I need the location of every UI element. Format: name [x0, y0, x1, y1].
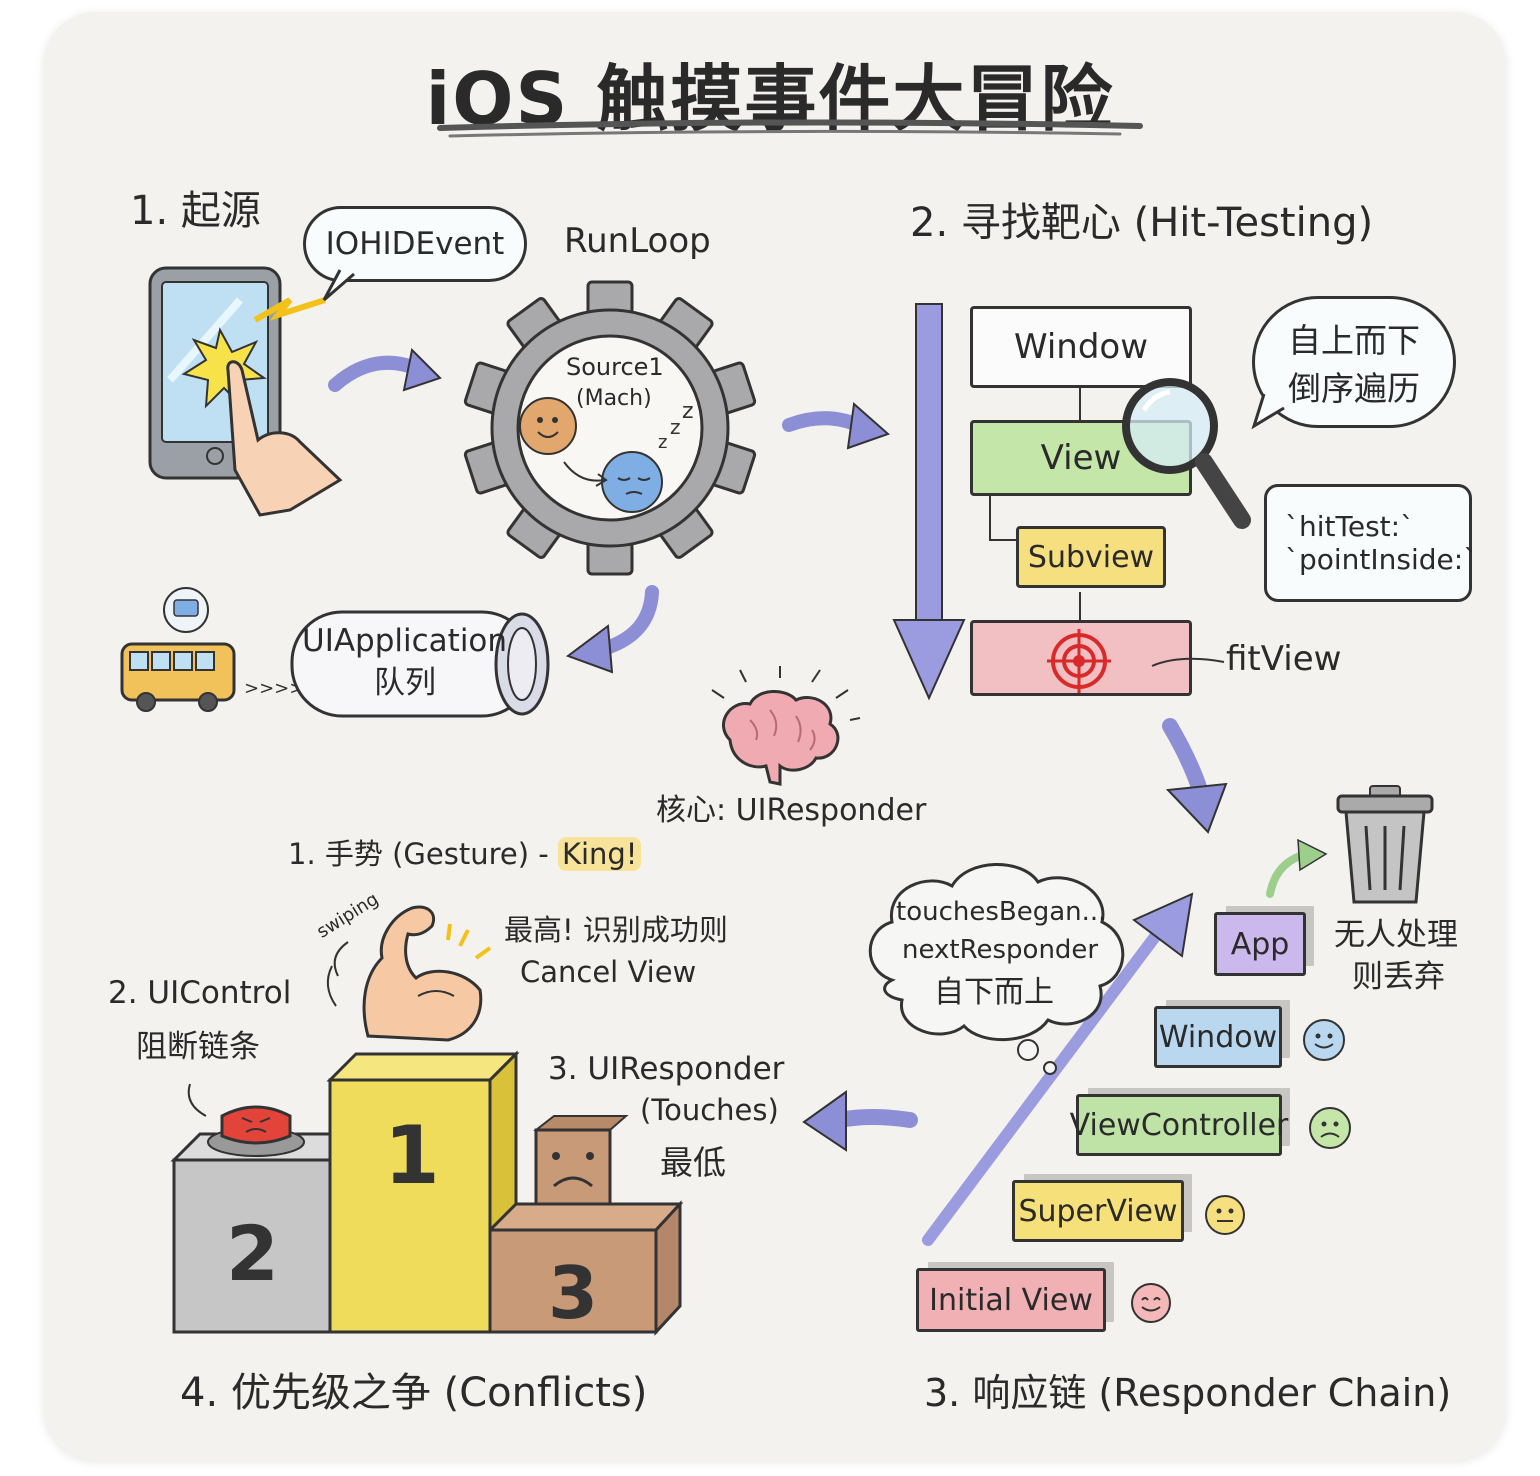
view-tree-lines: [989, 386, 1081, 620]
bottom-up-arrow: [922, 892, 1194, 1246]
runloop-gear-icon: z z z: [463, 280, 757, 576]
svg-text:z: z: [658, 432, 667, 453]
queue-label-2: 队列: [374, 665, 436, 701]
responder-label-3: 最低: [660, 1143, 726, 1182]
subview-box: Subview: [1016, 526, 1166, 588]
mach-label: (Mach): [576, 386, 652, 411]
core-label: 核心: UIResponder: [656, 793, 927, 828]
source1-label: Source1: [566, 353, 664, 381]
gesture-note-1: 最高! 识别成功则: [504, 913, 728, 947]
window-box: Window: [970, 306, 1192, 388]
control-pointer: [187, 1083, 207, 1117]
chain-step-window: Window: [1154, 1006, 1282, 1068]
order-line-1: 自上而下: [1288, 321, 1420, 360]
queue-label-1: UIApplication: [302, 623, 508, 659]
gesture-note-2: Cancel View: [520, 955, 697, 989]
order-bubble: 自上而下 倒序遍历: [1252, 296, 1456, 428]
order-line-2: 倒序遍历: [1288, 369, 1420, 408]
methods-bubble: `hitTest:` `pointInside:`: [1264, 484, 1477, 602]
chain-step-viewcontroller: ViewController: [1070, 1094, 1288, 1156]
gesture-king-highlight: King!: [557, 837, 642, 871]
origin-heading: 1. 起源: [130, 188, 261, 234]
runloop-label: RunLoop: [564, 221, 711, 261]
responder-label-1: 3. UIResponder: [548, 1051, 785, 1087]
chain-step-superview: SuperView: [1012, 1180, 1184, 1242]
cloud-line-3: 自下而上: [934, 975, 1054, 1010]
discard-line-2: 则丢弃: [1352, 959, 1445, 995]
queue-tube: [290, 610, 550, 718]
podium-rank-1: 1: [384, 1109, 440, 1202]
smile-face-icon: [1303, 1019, 1345, 1061]
svg-text:z: z: [670, 415, 681, 439]
method-pointinside: `pointInside:`: [1285, 543, 1478, 576]
happy-face-icon: [1131, 1283, 1171, 1323]
svg-text:>>>>: >>>>: [244, 678, 304, 699]
iohidevent-bubble: IOHIDEvent: [303, 206, 527, 282]
gesture-line: 1. 手势 (Gesture) - King!: [288, 837, 642, 871]
hittest-heading: 2. 寻找靶心 (Hit-Testing): [910, 200, 1374, 246]
chain-heading: 3. 响应链 (Responder Chain): [924, 1371, 1452, 1415]
discard-line-1: 无人处理: [1334, 917, 1458, 953]
muscle-arm-icon: [326, 905, 492, 1042]
subview-label: Subview: [1027, 539, 1155, 575]
view-label: View: [1040, 438, 1122, 478]
brain-icon: [711, 666, 861, 786]
phone-tap-icon: [148, 266, 343, 517]
method-hittest: `hitTest:`: [1285, 510, 1415, 543]
chain-step-label: App: [1230, 926, 1290, 962]
chain-step-initial-view: Initial View: [916, 1268, 1106, 1332]
fitview-pointer: [1151, 657, 1225, 667]
title-underline: [437, 119, 1143, 138]
sad-face-icon: [1309, 1107, 1351, 1149]
chain-step-label: SuperView: [1018, 1193, 1178, 1229]
arrow-phone-to-runloop: [328, 347, 442, 392]
iohidevent-label: IOHIDEvent: [325, 226, 505, 262]
fitview-box: [970, 620, 1192, 696]
podium-rank-2: 2: [226, 1209, 279, 1298]
order-bubble-tail: [1251, 393, 1285, 430]
arrow-hittest-to-chain: [1162, 718, 1228, 834]
chain-step-app: App: [1214, 912, 1306, 976]
thought-cloud: [868, 863, 1125, 1075]
arrow-runloop-to-hittest: [782, 402, 890, 450]
cloud-line-1: touchesBegan...: [896, 897, 1107, 927]
responder-label-2: (Touches): [640, 1093, 779, 1127]
bus-icon: >>>>: [120, 587, 304, 712]
conflicts-heading: 4. 优先级之争 (Conflicts): [180, 1370, 648, 1416]
arrow-chain-to-conflicts: [802, 1090, 918, 1152]
chain-step-label: Initial View: [929, 1282, 1093, 1318]
top-down-arrow: [892, 303, 966, 701]
podium: [170, 1050, 684, 1336]
arrow-app-to-trash: [1266, 838, 1328, 898]
control-label-1: 2. UIControl: [108, 975, 292, 1011]
arrow-runloop-to-queue: [565, 585, 659, 674]
chain-step-label: ViewController: [1069, 1107, 1289, 1143]
chain-step-label: Window: [1158, 1019, 1278, 1055]
control-label-2: 阻断链条: [136, 1029, 260, 1065]
podium-rank-3: 3: [548, 1251, 599, 1335]
window-label: Window: [1013, 327, 1149, 367]
cloud-line-2: nextResponder: [902, 935, 1099, 965]
trash-can-icon: [1336, 785, 1434, 904]
fitview-label: fitView: [1226, 639, 1342, 679]
magnifier-icon: [1122, 378, 1251, 529]
bubble-tail: [322, 269, 355, 302]
gesture-text: 1. 手势 (Gesture) -: [288, 837, 558, 871]
neutral-face-icon: [1205, 1195, 1245, 1235]
target-icon: [1047, 629, 1111, 693]
svg-text:z: z: [682, 399, 694, 424]
